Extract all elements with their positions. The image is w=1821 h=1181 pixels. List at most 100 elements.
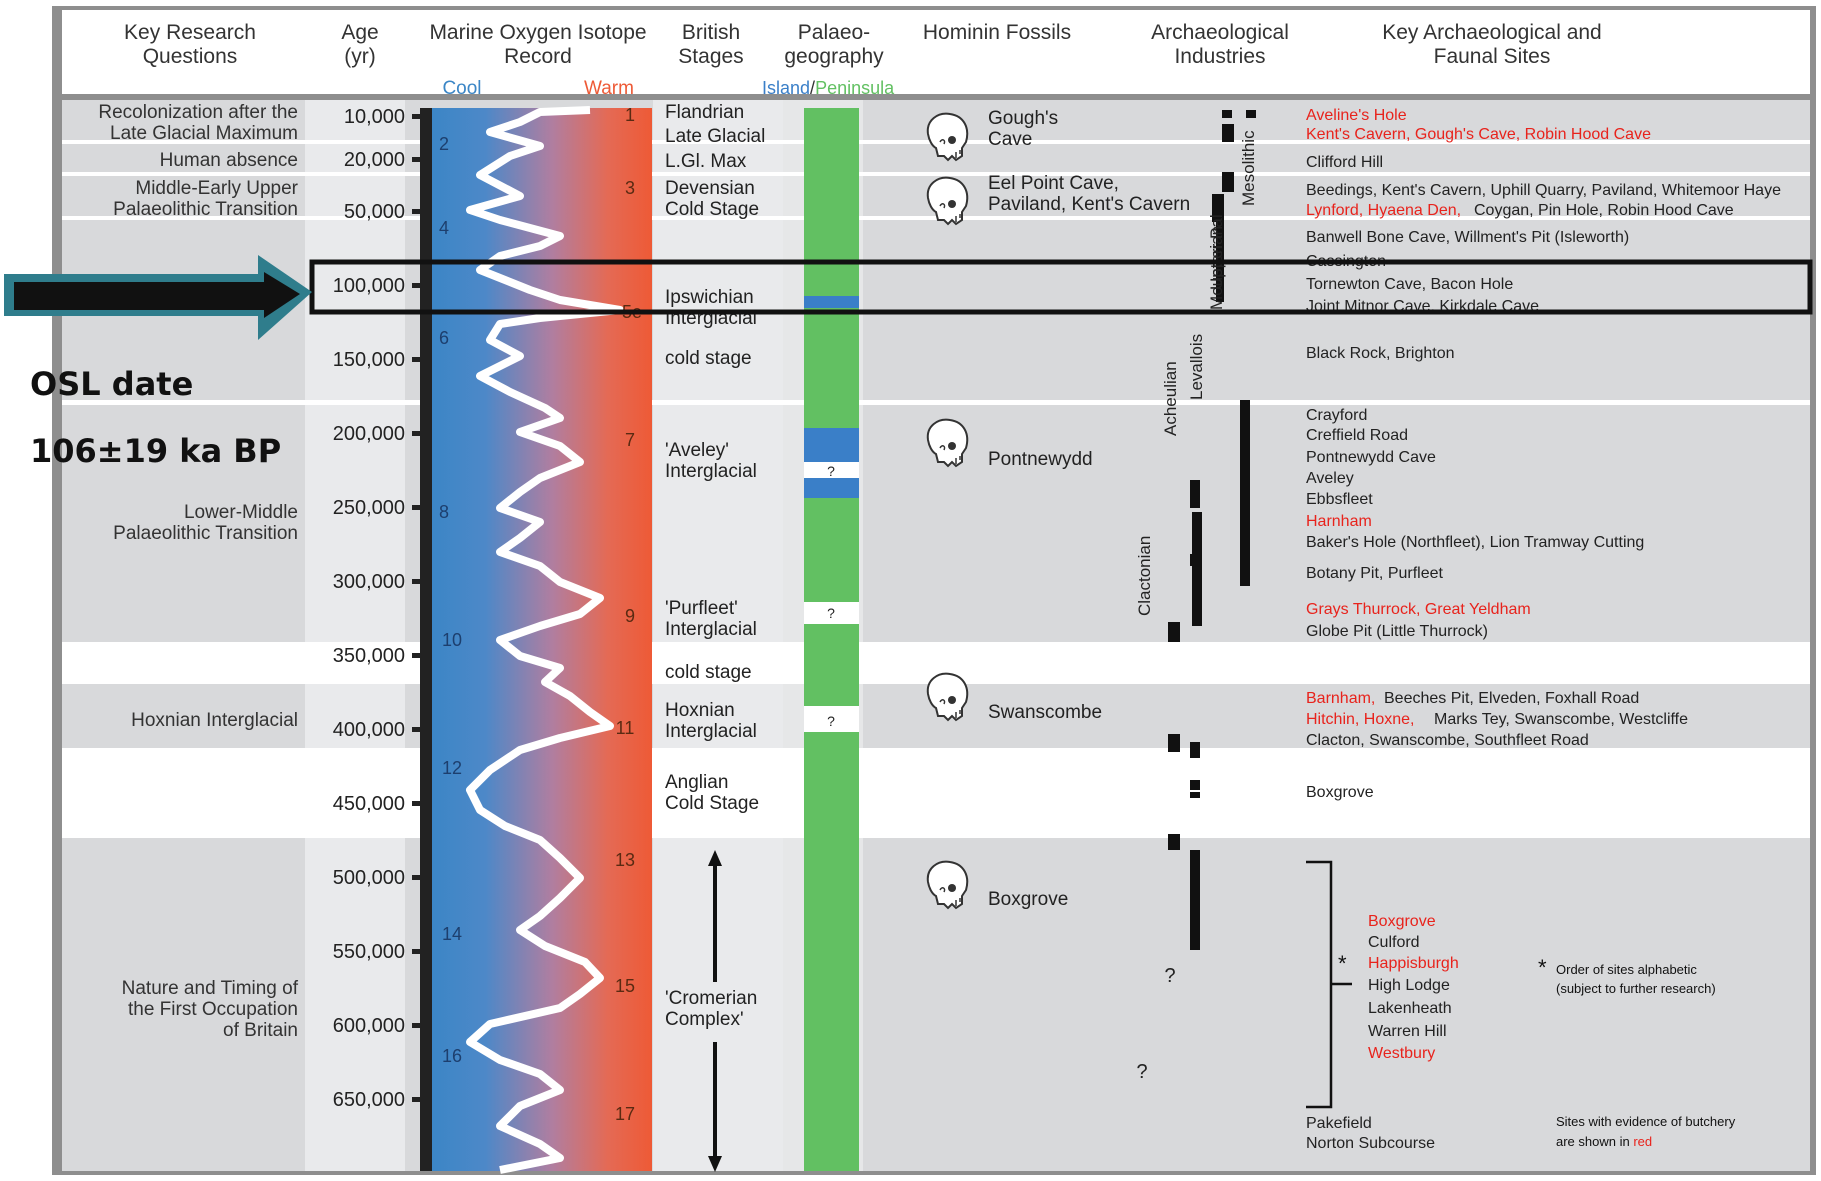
- stage-line: Anglian: [665, 772, 728, 793]
- age-tick-mark: [412, 157, 421, 162]
- industry-bar: [1222, 124, 1234, 142]
- mis-number: 16: [442, 1046, 462, 1066]
- age-tick-mark: [412, 114, 421, 119]
- mis-number: 15: [615, 976, 635, 996]
- site-label: Harnham: [1306, 513, 1372, 530]
- note-butchery-line2: are shown in red: [1556, 1134, 1652, 1149]
- stage-line: Complex': [665, 1009, 744, 1030]
- mis-number: 14: [442, 924, 462, 944]
- mis-number: 8: [439, 502, 449, 522]
- age-tick-mark: [412, 579, 421, 584]
- site-label: Banwell Bone Cave, Willment's Pit (Islew…: [1306, 229, 1629, 246]
- header-industries-line: Archaeological: [1151, 21, 1289, 44]
- stage-line: Interglacial: [665, 461, 757, 482]
- palaeo-uncertain: ?: [827, 463, 835, 479]
- age-tick-mark: [412, 505, 421, 510]
- white-band: [62, 400, 1810, 405]
- age-tick-mark: [412, 801, 421, 806]
- stage-line: L.Gl. Max: [665, 151, 747, 172]
- stage-line: cold stage: [665, 348, 752, 369]
- age-axis-bar: [420, 108, 432, 1171]
- question-line: Middle-Early Upper: [135, 178, 298, 199]
- stages-column-bg: [653, 100, 783, 1171]
- question-line: Recolonization after the: [98, 102, 298, 123]
- stage-line: Interglacial: [665, 619, 757, 640]
- site-label: Culford: [1368, 934, 1420, 951]
- age-tick-mark: [412, 209, 421, 214]
- white-band: [62, 748, 1810, 838]
- site-label: Marks Tey, Swanscombe, Westcliffe: [1434, 711, 1688, 728]
- age-tick-label: 450,000: [333, 793, 405, 815]
- site-label: Clacton, Swanscombe, Southfleet Road: [1306, 732, 1589, 749]
- site-label: Happisburgh: [1368, 955, 1459, 972]
- industry-bar: [1240, 548, 1250, 578]
- header-industries-line: Industries: [1174, 45, 1265, 68]
- industry-uncertain: ?: [1136, 1061, 1147, 1083]
- mis-number: 17: [615, 1104, 635, 1124]
- site-label: Warren Hill: [1368, 1023, 1447, 1040]
- site-label: Boxgrove: [1306, 784, 1374, 801]
- hominin-label: Eel Point Cave,: [988, 173, 1119, 194]
- site-label: Tornewton Cave, Bacon Hole: [1306, 276, 1513, 293]
- stage-line: Cold Stage: [665, 793, 759, 814]
- industry-bar: [1212, 194, 1224, 222]
- hominin-label: Gough's: [988, 108, 1058, 129]
- age-tick-label: 20,000: [344, 149, 405, 171]
- site-label: Botany Pit, Purfleet: [1306, 565, 1444, 582]
- palaeo-segment: [804, 732, 859, 1171]
- industry-bar: [1190, 792, 1200, 798]
- industry-bar: [1222, 110, 1232, 118]
- question-line: Late Glacial Maximum: [110, 123, 298, 144]
- mis-number: 10: [442, 630, 462, 650]
- palaeo-segment: [804, 478, 859, 498]
- note-order-line2: (subject to further research): [1556, 981, 1716, 996]
- site-label: Coygan, Pin Hole, Robin Hood Cave: [1474, 202, 1734, 219]
- industry-bar: [1168, 734, 1180, 752]
- stage-line: 'Cromerian: [665, 988, 757, 1009]
- age-axis: 10,00020,00050,000100,000150,000200,0002…: [333, 106, 421, 1111]
- isotope-curve: [466, 106, 624, 1174]
- stage-line: cold stage: [665, 662, 752, 683]
- site-label: Barnham,: [1306, 690, 1375, 707]
- palaeo-segment: [804, 296, 859, 308]
- industry-bar: [1246, 110, 1256, 118]
- header-questions-line: Key Research: [124, 21, 256, 44]
- palaeo-segment: [804, 108, 859, 194]
- header-age-line: (yr): [344, 45, 375, 68]
- osl-arrow: [4, 255, 312, 340]
- site-label: Beedings, Kent's Cavern, Uphill Quarry, …: [1306, 182, 1781, 199]
- industry-bar: [1168, 834, 1180, 850]
- age-tick-mark: [412, 875, 421, 880]
- header-sites-line: Faunal Sites: [1434, 45, 1551, 68]
- site-label: Aveley: [1306, 470, 1354, 487]
- industry-bar: [1190, 780, 1200, 790]
- age-tick-label: 50,000: [344, 201, 405, 223]
- stage-line: Hoxnian: [665, 700, 735, 721]
- header-palaeo-line: geography: [784, 45, 884, 68]
- industry-bar: [1192, 512, 1202, 626]
- site-label: Hitchin, Hoxne,: [1306, 711, 1415, 728]
- age-tick-label: 100,000: [333, 275, 405, 297]
- question-line: Palaeolithic Transition: [113, 523, 298, 544]
- hominin-label: Swanscombe: [988, 702, 1102, 723]
- age-tick-mark: [412, 357, 421, 362]
- header-cool-label: Cool: [442, 78, 481, 99]
- isotope-gradient: [430, 108, 652, 1171]
- site-label: Kent's Cavern, Gough's Cave, Robin Hood …: [1306, 126, 1651, 143]
- header-isotope-line: Marine Oxygen Isotope: [429, 21, 646, 44]
- site-label: Ebbsfleet: [1306, 491, 1373, 508]
- header-panel: [62, 10, 1810, 94]
- age-tick-label: 350,000: [333, 645, 405, 667]
- hominin-label: Paviland, Kent's Cavern: [988, 194, 1190, 215]
- highlight-box: [309, 259, 1813, 315]
- age-tick-label: 400,000: [333, 719, 405, 741]
- industry-label: Mesolithic: [1239, 130, 1258, 206]
- stage-line: Cold Stage: [665, 199, 759, 220]
- industry-label: Clactonian: [1135, 536, 1154, 616]
- hominin-label: Pontnewydd: [988, 449, 1093, 470]
- stage-line: 'Aveley': [665, 440, 729, 461]
